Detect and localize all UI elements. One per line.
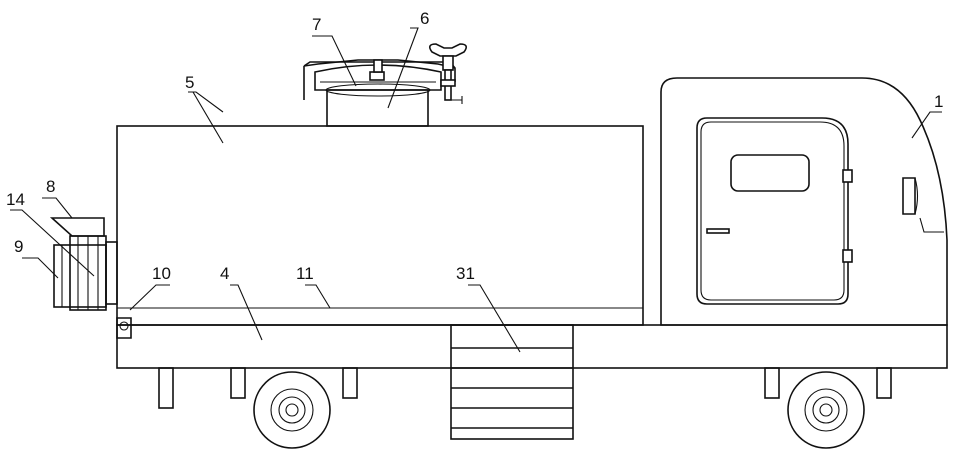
door-hinge-bottom bbox=[842, 249, 853, 263]
chassis-frame bbox=[116, 307, 948, 369]
callout-labels: 1 5 6 7 8 14 9 10 4 11 31 bbox=[6, 9, 943, 283]
hatch-assembly bbox=[303, 43, 468, 127]
tank-body bbox=[116, 125, 644, 326]
front-wheel-icon bbox=[787, 371, 865, 449]
label-5: 5 bbox=[185, 73, 194, 92]
leader-lines bbox=[10, 27, 942, 353]
label-9: 9 bbox=[14, 237, 23, 256]
label-8: 8 bbox=[46, 177, 55, 196]
label-11: 11 bbox=[296, 264, 314, 283]
rear-nozzle-assembly bbox=[49, 217, 132, 339]
label-1: 1 bbox=[934, 92, 943, 111]
door-handle bbox=[706, 228, 730, 234]
hatch-neck bbox=[326, 89, 429, 127]
label-10: 10 bbox=[152, 264, 171, 283]
clamp-knob-icon bbox=[428, 43, 468, 104]
label-7: 7 bbox=[312, 15, 321, 34]
lid-plate bbox=[314, 64, 442, 91]
access-steps bbox=[450, 324, 574, 440]
door-hinge-top bbox=[842, 169, 853, 183]
label-6: 6 bbox=[420, 9, 429, 28]
door-window bbox=[730, 154, 810, 192]
support-legs bbox=[158, 367, 892, 409]
rear-wheel-icon bbox=[253, 371, 331, 449]
label-31: 31 bbox=[456, 264, 475, 283]
label-14: 14 bbox=[6, 190, 25, 209]
cab-body bbox=[660, 77, 948, 326]
side-mirror-icon bbox=[902, 177, 916, 215]
label-4: 4 bbox=[220, 264, 229, 283]
nozzle-cap bbox=[49, 217, 105, 237]
hinge-pin bbox=[116, 317, 132, 339]
cab-door bbox=[696, 117, 849, 305]
cab bbox=[660, 77, 948, 326]
